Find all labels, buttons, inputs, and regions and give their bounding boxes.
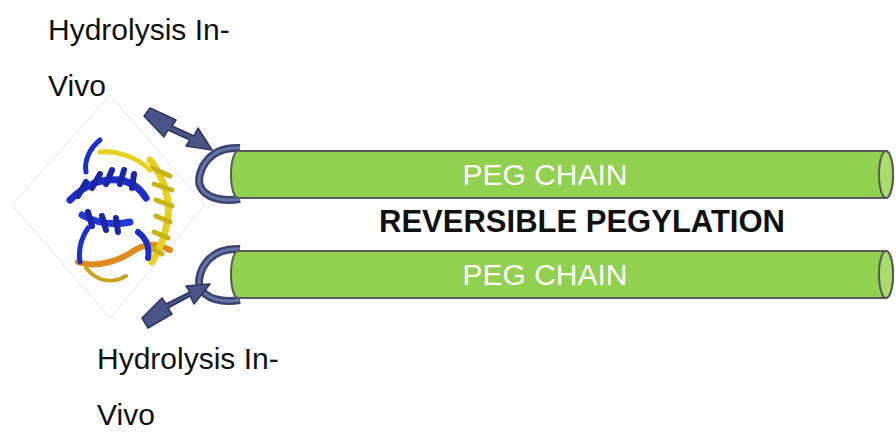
hydrolysis-label: Hydrolysis In-Vivo: [48, 2, 238, 114]
hydrolysis-arrow: [142, 108, 212, 328]
peg-chain: PEG CHAIN: [230, 150, 896, 199]
node-text: PEG CHAIN: [462, 260, 627, 290]
tube-end: [879, 151, 893, 198]
center-title: REVERSIBLE PEGYLATION: [379, 205, 785, 239]
tube-end: [879, 251, 893, 298]
node-text: PEG CHAIN: [462, 160, 627, 190]
hydrolysis-label: Hydrolysis In-Vivo: [97, 331, 287, 433]
peg-chain: PEG CHAIN: [230, 250, 896, 299]
tube-body: [231, 251, 893, 298]
protein-ribbon: [70, 140, 172, 281]
tube-body: [231, 151, 893, 198]
